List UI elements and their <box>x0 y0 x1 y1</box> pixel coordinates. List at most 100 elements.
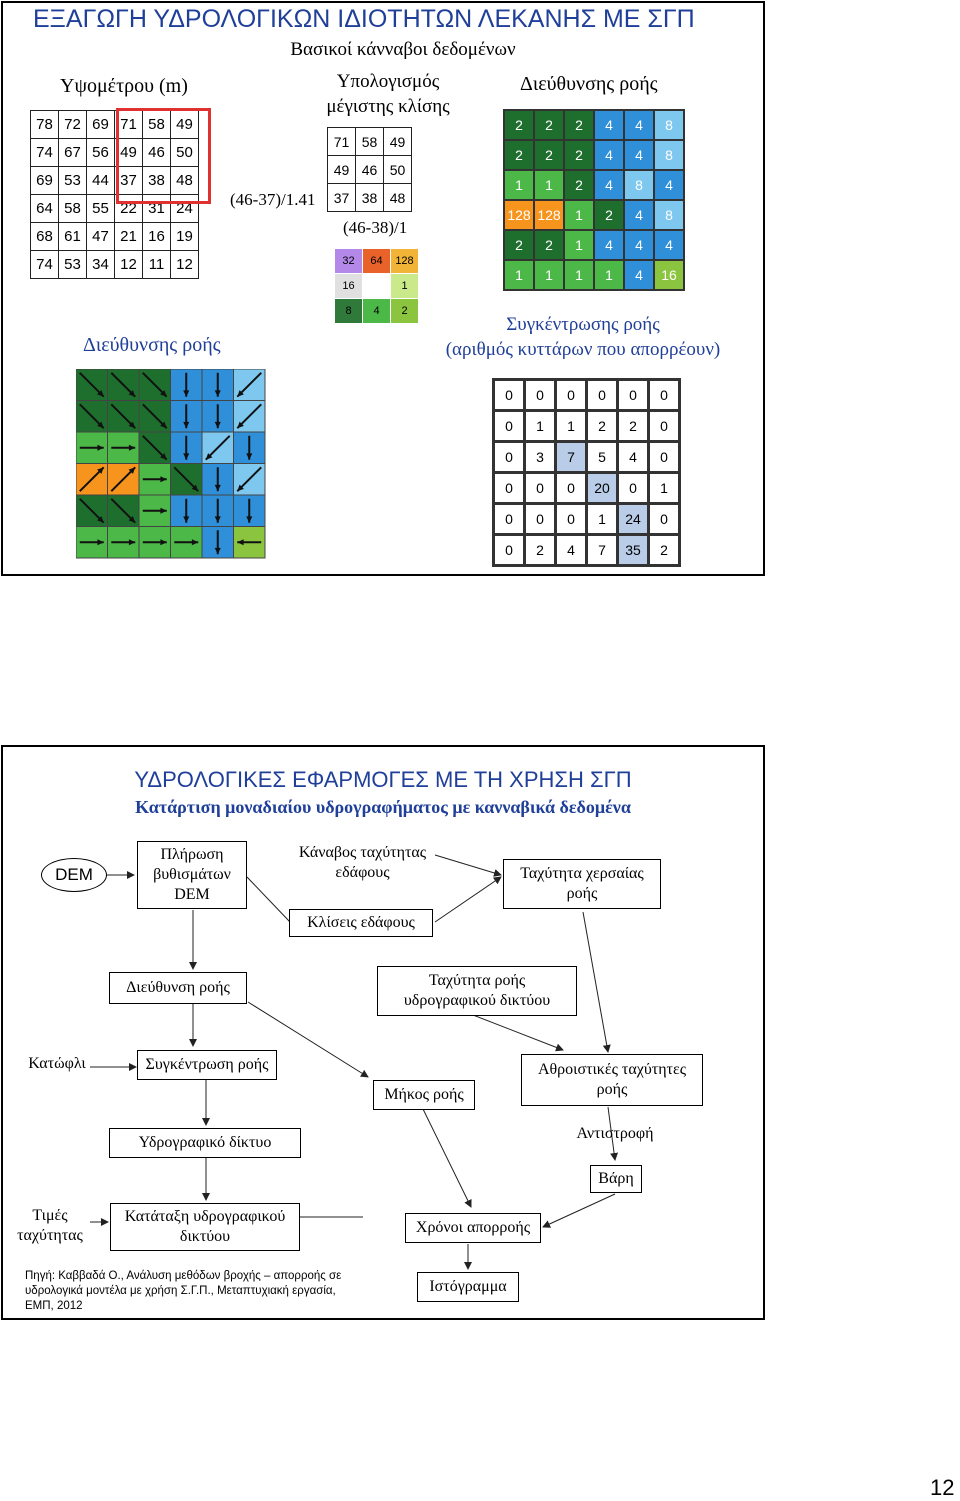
elevation-cell: 12 <box>170 250 199 279</box>
accum-cell: 0 <box>523 471 557 505</box>
accum-cell: 2 <box>647 533 681 567</box>
window-cell: 50 <box>383 155 412 184</box>
flow-arrowhead-icon <box>237 390 244 397</box>
flowdir-cell: 1 <box>593 259 625 291</box>
flow-accum-node: Συγκέντρωση ροής <box>137 1050 277 1080</box>
flowdir-cell: 2 <box>563 139 595 171</box>
formula-diagonal: (46-37)/1.41 <box>230 190 316 209</box>
window-cell: 71 <box>327 127 356 156</box>
elevation-cell: 78 <box>30 110 59 139</box>
accum-cell: 0 <box>492 502 526 536</box>
travel-times-text: Χρόνοι απορροής <box>415 1219 531 1236</box>
elevation-cell: 68 <box>30 222 59 251</box>
flow-arrowhead-icon <box>183 516 190 523</box>
elevation-cell: 74 <box>30 138 59 167</box>
flowdir-cell: 2 <box>503 229 535 261</box>
direction-code-cell: 128 <box>390 248 419 274</box>
speed-values-l1: Τιμές <box>32 1207 68 1224</box>
flow-arrowhead-icon <box>214 421 221 429</box>
accum-cell: 0 <box>492 471 526 505</box>
flow-arrowhead-icon <box>183 453 190 460</box>
accum-cell: 0 <box>523 502 557 536</box>
accum-cell: 2 <box>523 533 557 567</box>
elevation-cell: 64 <box>30 194 59 223</box>
flow-arrowhead-icon <box>97 539 104 546</box>
flow-arrowhead-icon <box>160 476 167 483</box>
flow-arrowhead-icon <box>246 453 253 460</box>
speed-grid-node: Κάναβος ταχύτητας εδάφους <box>285 843 440 883</box>
flow-arrowhead-icon <box>160 390 167 397</box>
flowdir-cell: 2 <box>593 199 625 231</box>
channel-speed-l2: υδρογραφικού δικτύου <box>403 992 551 1009</box>
elevation-cell: 50 <box>170 138 199 167</box>
direction-code-cell: 16 <box>334 273 363 299</box>
speed-values-label: Τιμές ταχύτητας <box>9 1206 91 1246</box>
window-cell: 58 <box>355 127 384 156</box>
direction-code-cell: 32 <box>334 248 363 274</box>
threshold-label: Κατώφλι <box>28 1055 86 1072</box>
accum-cell: 7 <box>585 533 619 567</box>
slide2-subtitle: Κατάρτιση μοναδιαίου υδρογραφήματος με κ… <box>135 797 631 817</box>
flow-arrowhead-icon <box>214 484 221 492</box>
direction-code-cell: 1 <box>390 273 419 299</box>
window-cell: 49 <box>327 155 356 184</box>
speed-grid-l2: εδάφους <box>335 864 390 881</box>
flowdir-label: Διεύθυνσης ροής <box>520 73 658 95</box>
elevation-cell: 72 <box>58 110 87 139</box>
flowdir-cell: 4 <box>623 259 655 291</box>
flow-direction-text: Διεύθυνση ροής <box>126 979 230 996</box>
direction-code-cell: 2 <box>390 298 419 324</box>
flowdir-cell: 8 <box>653 109 685 141</box>
flow-arrowhead-icon <box>160 539 167 546</box>
slopes-node: Κλίσεις εδάφους <box>289 909 433 937</box>
flow-arrowhead-icon <box>191 539 199 546</box>
overland-speed-node: Ταχύτητα χερσαίας ροής <box>503 859 661 909</box>
channel-speed-l1: Ταχύτητα ροής <box>428 972 526 989</box>
travel-times-node: Χρόνοι απορροής <box>405 1213 541 1243</box>
cum-speed-node: Αθροιστικές ταχύτητες ροής <box>521 1054 703 1106</box>
window-cell: 46 <box>355 155 384 184</box>
accum-cell: 0 <box>647 440 681 474</box>
histogram-node: Ιστόγραμμα <box>417 1272 519 1302</box>
flowdir-cell: 4 <box>623 199 655 231</box>
elevation-highlight-box <box>116 108 211 204</box>
elevation-label: Υψομέτρου (m) <box>60 75 188 97</box>
flowdir-cell: 1 <box>503 169 535 201</box>
slide1-subtitle: Βασικοί κάνναβοι δεδομένων <box>290 39 516 60</box>
flowdir-cell: 2 <box>533 109 565 141</box>
flow-arrowhead-icon <box>205 453 213 460</box>
flow-arrowhead-icon <box>237 421 244 429</box>
direction-code-cell: 8 <box>334 298 363 324</box>
flow-arrowhead-icon <box>160 453 167 460</box>
elevation-cell: 47 <box>86 222 115 251</box>
direction-code-cell: 64 <box>362 248 391 274</box>
page-number: 12 <box>930 1475 955 1500</box>
accum-cell: 1 <box>554 409 588 443</box>
elevation-cell: 58 <box>58 194 87 223</box>
network-node: Υδρογραφικό δίκτυο <box>109 1128 301 1158</box>
flowdir-cell: 8 <box>623 169 655 201</box>
accum-cell: 0 <box>492 378 526 412</box>
flow-arrowhead-icon <box>128 539 136 546</box>
flowdir-cell: 128 <box>533 199 565 231</box>
direction-code-cell: 4 <box>362 298 391 324</box>
accum-cell: 0 <box>492 533 526 567</box>
flowdir-cell: 1 <box>503 259 535 291</box>
accum-cell: 0 <box>554 502 588 536</box>
elevation-cell: 34 <box>86 250 115 279</box>
cum-speed-l2: ροής <box>596 1081 628 1098</box>
classification-node: Κατάταξη υδρογραφικού δικτύου <box>110 1203 300 1251</box>
elevation-cell: 56 <box>86 138 115 167</box>
flow-arrowhead-icon <box>246 516 253 523</box>
elevation-cell: 16 <box>142 222 171 251</box>
flow-direction-node: Διεύθυνση ροής <box>109 972 247 1004</box>
flowdir-cell: 8 <box>653 199 685 231</box>
accum-cell: 1 <box>647 471 681 505</box>
elevation-cell: 67 <box>58 138 87 167</box>
flowdir-cell: 16 <box>653 259 685 291</box>
flowdir-cell: 2 <box>563 169 595 201</box>
flowdir-cell: 1 <box>533 169 565 201</box>
